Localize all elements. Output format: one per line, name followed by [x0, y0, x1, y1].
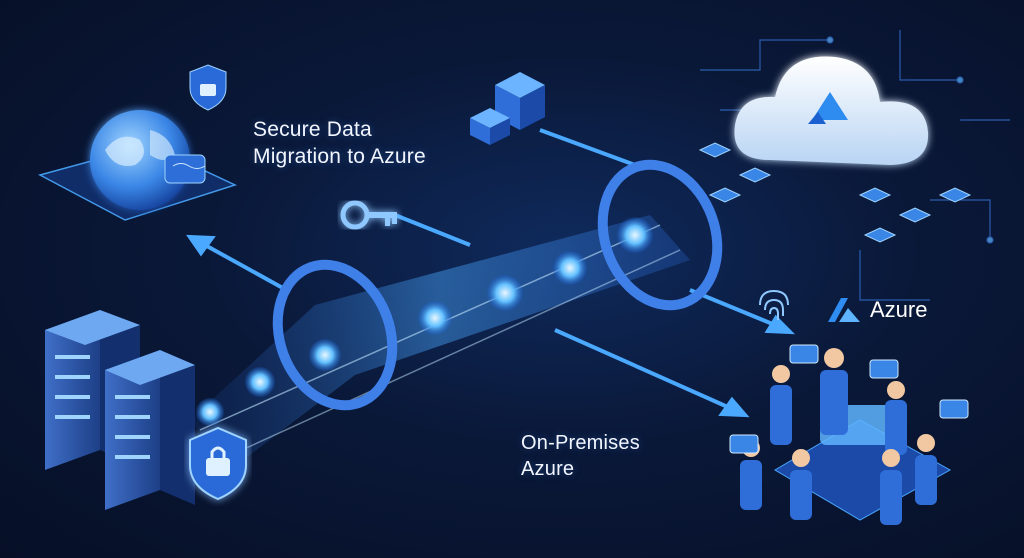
- fingerprint-icon: [487, 275, 523, 311]
- destination-label: On-Premises Azure: [521, 431, 640, 482]
- shield-lock-icon: [189, 426, 247, 501]
- circuit-traces: [700, 30, 1010, 301]
- destination-line-1: On-Premises: [521, 432, 640, 454]
- data-cube-icon: [470, 72, 545, 145]
- brand-name: Azure: [870, 297, 928, 322]
- fingerprint-icon: [759, 289, 789, 320]
- headline-line-1: Secure Data: [253, 118, 372, 141]
- server-rack-icon: [45, 310, 195, 510]
- migration-tunnel: [190, 159, 723, 470]
- chat-bubble-icon: [164, 154, 206, 184]
- shield-lock-icon: [189, 64, 227, 111]
- headline-line-2: Migration to Azure: [253, 144, 426, 168]
- data-packets: [196, 217, 653, 426]
- globe-platform: [37, 110, 238, 221]
- destination-line-2: Azure: [521, 457, 575, 480]
- key-icon: [340, 200, 397, 230]
- azure-brand: Azure: [826, 290, 927, 330]
- team-illustration: [729, 344, 969, 525]
- cloud-icon: [734, 56, 929, 165]
- headline: Secure Data Migration to Azure: [253, 117, 426, 171]
- data-tiles: [698, 142, 972, 243]
- azure-logo-icon: [828, 298, 860, 322]
- chat-bubble-icon: [729, 344, 969, 454]
